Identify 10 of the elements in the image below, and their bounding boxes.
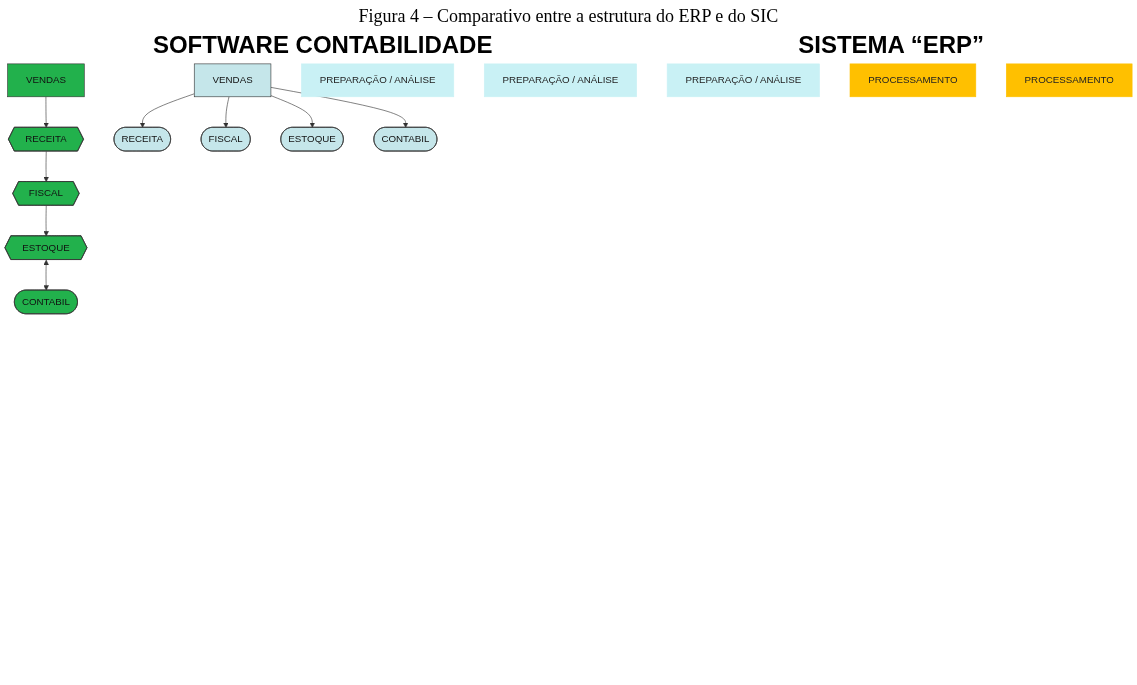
node-box: VENDAS [7,63,85,98]
column-heading: SISTEMA “ERP” [798,31,985,59]
column-heading: SOFTWARE CONTABILIDADE [152,31,493,59]
node-box: PREPARAÇÃO / ANÁLISE [666,63,820,98]
figure-title: Figura 4 – Comparativo entre a estrutura do ERP e do SIC [357,6,780,27]
node-box: PREPARAÇÃO / ANÁLISE [301,63,455,98]
node-box: PROCESSAMENTO [849,63,977,98]
node-box: PROCESSAMENTO [1006,63,1133,98]
node-box: PREPARAÇÃO / ANÁLISE [483,63,637,98]
node-box: VENDAS [193,63,272,98]
